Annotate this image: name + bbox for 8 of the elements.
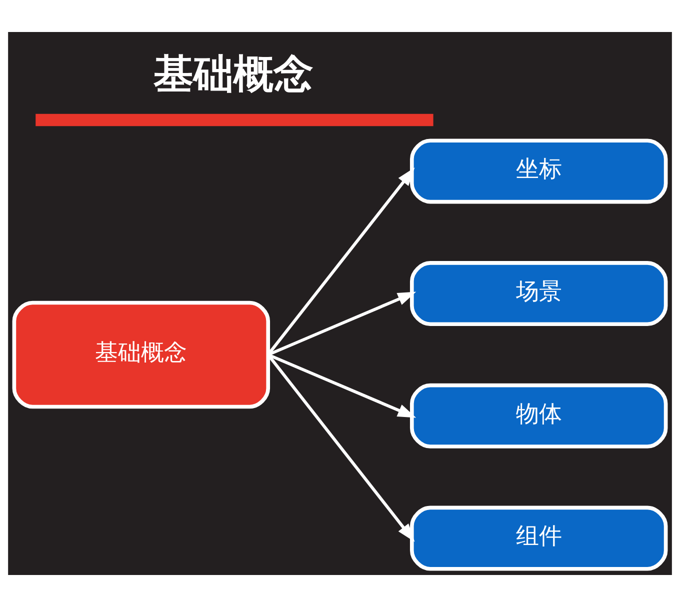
arrow <box>268 292 416 356</box>
node-box: 组件 <box>410 506 668 571</box>
diagram-title: 基础概念 <box>153 52 314 98</box>
node-box: 场景 <box>410 261 668 326</box>
arrow <box>268 353 416 418</box>
node-box: 坐标 <box>410 138 668 204</box>
node-box: 基础概念 <box>12 300 270 409</box>
node-box: 物体 <box>410 383 668 448</box>
